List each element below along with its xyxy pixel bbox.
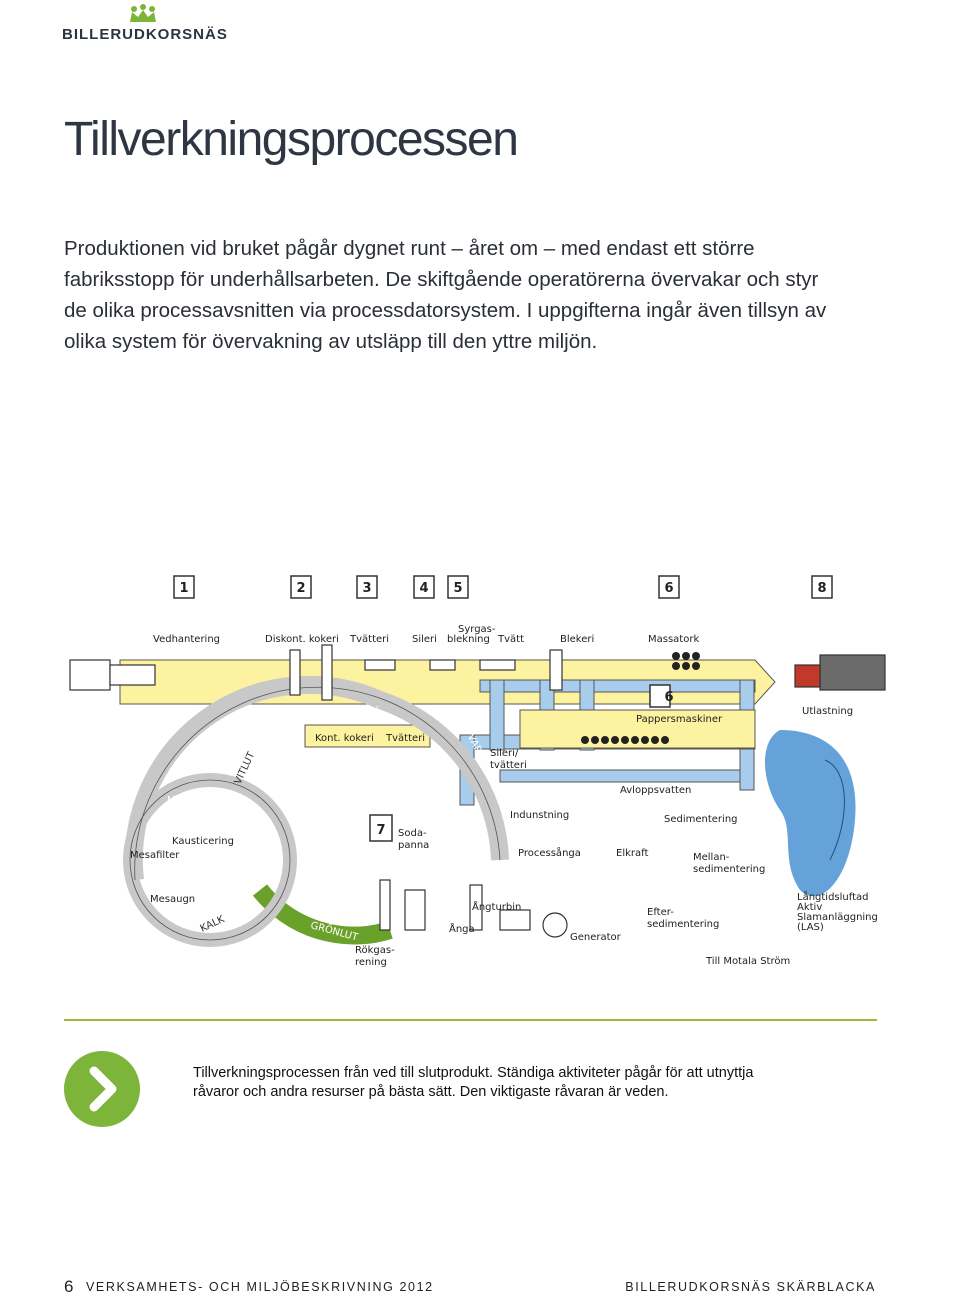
label-tjocklut: TJOCKLUT [452,835,480,887]
label-sileri: Sileri [412,634,437,645]
label-las-2: Aktiv [797,902,822,913]
footer-report-title: VERKSAMHETS- OCH MILJÖBESKRIVNING 2012 [86,1280,434,1294]
chevron-right-icon [89,1066,117,1112]
process-diagram: 1 2 3 4 5 6 8 [69,575,886,968]
lake-las [765,730,856,897]
label-rokgas-2: rening [355,957,387,968]
step-3: 3 [362,581,371,596]
label-kont-kokeri: Kont. kokeri [315,733,374,744]
figure-caption: Tillverkningsprocessen från ved till slu… [193,1065,754,1100]
label-efter-2: sedimentering [647,919,719,930]
page-number: 6 [64,1277,74,1296]
label-processanga: Processånga [518,846,581,859]
label-massatork: Massatork [648,634,699,645]
step-numbers: 1 2 3 4 5 6 8 [173,575,833,599]
brand-logo: BILLERUDKORSNÄS [62,4,242,44]
step-6: 6 [664,581,673,596]
label-blekeri: Blekeri [560,634,594,645]
step-8: 8 [817,581,826,596]
step-5: 5 [453,581,462,596]
label-mellan-2: sedimentering [693,864,765,875]
generator-icon [542,912,568,938]
label-syrgas-1: Syrgas- [458,624,496,635]
label-efter-1: Efter- [647,907,674,918]
label-mesafilter: Mesafilter [130,850,180,861]
label-generator: Generator [570,932,622,943]
step-1: 1 [179,581,188,596]
label-las-4: (LAS) [797,922,824,933]
step-4: 4 [419,581,428,596]
label-soda-number: 7 [376,823,385,838]
label-sodapanna-1: Soda- [398,828,427,839]
label-motala: Till Motala Ström [705,956,790,967]
label-tvatteri: Tvätteri [349,634,389,645]
intro-paragraph: Produktionen vid bruket pågår dygnet run… [64,237,827,353]
label-kausticering: Kausticering [172,836,234,847]
label-indunstning: Indunstning [510,810,569,821]
label-avloppsvatten: Avloppsvatten [620,785,691,796]
label-pm-number: 6 [664,690,673,705]
label-las-3: Slamanläggning [797,912,878,923]
label-elkraft: Elkraft [616,848,648,859]
footer-site-name: BILLERUDKORSNÄS SKÄRBLACKA [625,1280,876,1294]
label-rokgas-1: Rökgas- [355,945,395,956]
label-mesa: MESA [167,795,195,806]
trailer-icon [819,654,886,691]
label-tvatteri-2: Tvätteri [385,733,425,744]
truck-icon [69,659,111,691]
label-anga: Ånga [449,922,475,935]
page-title: Tillverkningsprocessen [64,113,519,166]
label-syrgas-2: blekning [447,634,490,645]
label-vedhantering: Vedhantering [153,634,220,645]
label-sileri-tvatteri-1: Sileri/ [490,748,519,759]
label-pappersmaskiner: Pappersmaskiner [636,714,723,725]
label-diskont-kokeri: Diskont. kokeri [265,634,339,645]
label-sedimentering: Sedimentering [664,814,738,825]
label-mellan-1: Mellan- [693,852,730,863]
brand-name: BILLERUDKORSNÄS [62,26,228,43]
label-angturbin: Ångturbin [472,900,521,913]
section-divider [64,1019,877,1021]
next-arrow-button[interactable] [64,1051,140,1127]
label-kalk: KALK [199,914,227,935]
label-utlastning: Utlastning [802,706,853,717]
label-las-1: Långtidsluftad [797,890,869,903]
step-2: 2 [296,581,305,596]
label-mesaugn: Mesaugn [150,894,195,905]
label-tvatt: Tvätt [497,634,524,645]
label-sileri-tvatteri-2: tvätteri [490,760,527,771]
label-sodapanna-2: panna [398,840,429,851]
label-vitlut: VITLUT [233,750,258,787]
crown-icon [130,4,156,22]
